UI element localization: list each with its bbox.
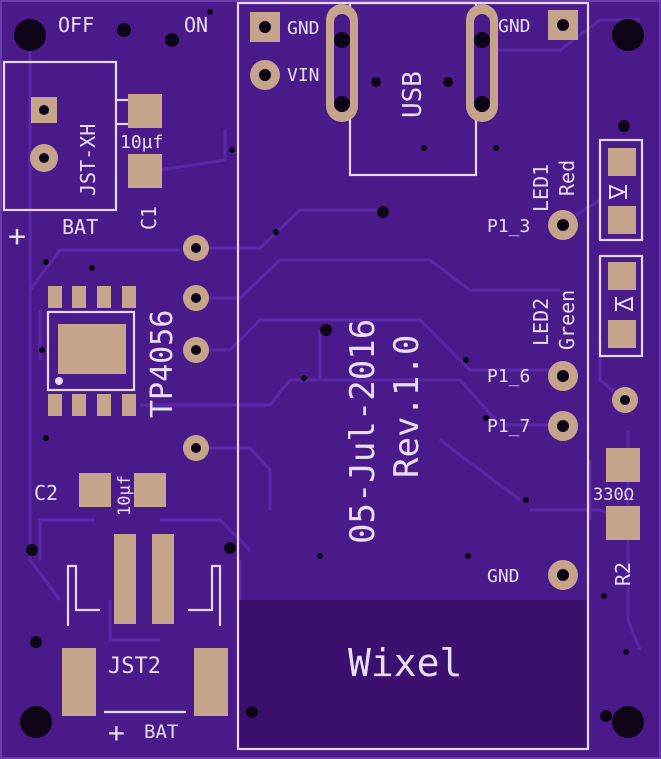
switch-on-label: ON — [184, 13, 208, 37]
jst2-outline — [66, 564, 222, 626]
board-revision: Rev.1.0 — [387, 335, 427, 478]
ic-thermal-pad — [58, 324, 126, 374]
ic-pins-top — [48, 286, 136, 308]
led2-color: Green — [555, 290, 579, 350]
c1-pad-bottom — [128, 154, 162, 188]
wixel-pin-gnd-right: GND — [498, 16, 531, 37]
wixel-pin-p1-3: P1_3 — [487, 216, 530, 237]
usb-hole-right — [443, 77, 453, 87]
jst2-label: JST2 — [108, 654, 161, 679]
r2-value: 330Ω — [593, 485, 634, 505]
wixel-pin-p1-7: P1_7 — [487, 416, 530, 437]
switch-hole-left — [117, 23, 131, 37]
th-pads-column — [183, 235, 209, 461]
led1-silk-outline — [598, 138, 644, 242]
jst-xh-drill-2 — [39, 153, 49, 163]
jst2-mount-right — [194, 648, 228, 716]
jst2-pin-2 — [152, 534, 174, 624]
switch-off-label: OFF — [58, 13, 94, 37]
c2-pad-right — [134, 473, 166, 507]
jst-xh-bat-label: BAT — [62, 215, 98, 239]
jst2-bat-label: BAT — [144, 721, 178, 743]
jst-xh-drill-1 — [39, 105, 49, 115]
vias — [26, 9, 630, 722]
usb-hole-left — [371, 77, 381, 87]
jst-xh-label: JST-XH — [76, 124, 100, 196]
led1-pad-2 — [608, 206, 636, 234]
usb-slot-right — [466, 4, 498, 122]
c1-label: C1 — [137, 206, 161, 230]
led2-pad-1 — [608, 262, 636, 290]
led2-diode-symbol — [615, 296, 633, 312]
jst-xh-outline — [2, 60, 118, 212]
led1-color: Red — [555, 160, 579, 196]
jst2-pin-1 — [114, 534, 136, 624]
wixel-pin-gnd-left: GND — [287, 18, 320, 39]
jst2-plus-label: + — [108, 716, 125, 749]
wixel-module-area — [238, 600, 588, 750]
led2-silk-outline — [598, 254, 644, 358]
wixel-pin-vin: VIN — [287, 65, 320, 86]
ic-pins-bottom — [48, 394, 136, 416]
ic-label: TP4056 — [145, 310, 180, 418]
c2-label: C2 — [34, 481, 58, 505]
led2-pad-2 — [608, 320, 636, 348]
ic-pin1-dot — [55, 377, 63, 385]
led2-label: LED2 — [529, 298, 553, 346]
led1-pad-1 — [608, 148, 636, 176]
wixel-pin-p1-6: P1_6 — [487, 366, 530, 387]
wixel-pin-gnd-bottom: GND — [487, 566, 520, 587]
r2-label: R2 — [611, 562, 635, 586]
led1-label: LED1 — [529, 164, 553, 212]
r2-pad-top — [606, 448, 640, 482]
board-date: 05-Jul-2016 — [343, 319, 383, 544]
r2-pad-bottom — [606, 506, 640, 540]
usb-label: USB — [398, 71, 428, 118]
led1-diode-symbol — [609, 184, 627, 200]
ic-silk-outline — [46, 310, 136, 392]
usb-slot-left — [326, 4, 358, 122]
mounting-holes — [14, 19, 644, 738]
switch-hole-right — [165, 33, 179, 47]
c1-pad-top — [128, 94, 162, 128]
jst2-mount-left — [62, 648, 96, 716]
c2-pad-left — [79, 473, 111, 507]
c2-value: 10µf — [115, 475, 135, 516]
wixel-label: Wixel — [348, 641, 462, 685]
c1-value: 10µf — [120, 132, 163, 153]
jst-xh-plus-label: + — [8, 219, 26, 254]
